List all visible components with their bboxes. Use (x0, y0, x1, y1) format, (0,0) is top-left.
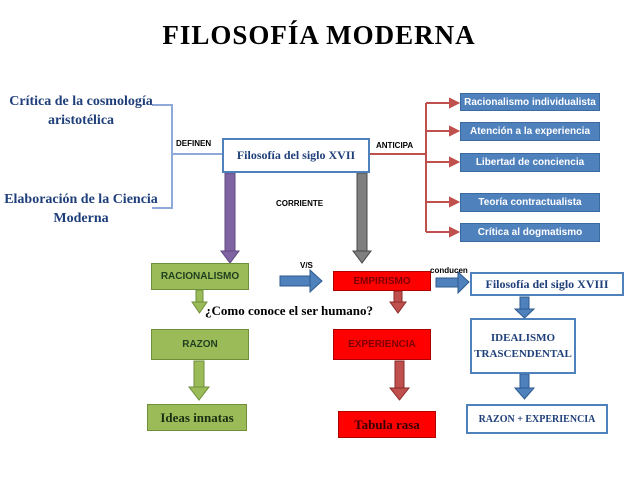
elaboracion-ciencia-text: Elaboración de la Ciencia Moderna (4, 192, 158, 226)
arrow-to-empirismo (352, 172, 372, 264)
tabula-rasa-box: Tabula rasa (338, 411, 436, 438)
anticipa-item-2: Atención a la experiencia (460, 122, 600, 141)
arrow-to-racionalismo (220, 172, 240, 264)
arrow-siglo18-idealismo (513, 296, 536, 319)
idealismo-trascendental-box: IDEALISMO TRASCENDENTAL (470, 318, 576, 374)
definen-label: DEFINEN (176, 139, 212, 148)
page-title: FILOSOFÍA MODERNA (162, 20, 476, 50)
conducen-label: conducen (430, 266, 468, 275)
anticipa-item-1: Racionalismo individualista (460, 93, 600, 111)
arrow-racionalismo-razon (191, 289, 208, 314)
filosofia-siglo-xvii-box: Filosofía del siglo XVII (222, 138, 370, 173)
experiencia-box: EXPERIENCIA (333, 329, 431, 360)
conducen-arrow (435, 270, 470, 295)
racionalismo-box: RACIONALISMO (151, 263, 249, 290)
arrow-idealismo-razonexp (513, 373, 536, 400)
critica-cosmologia-text: Crítica de la cosmología aristotélica (9, 94, 153, 128)
arrow-empirismo-experiencia (389, 290, 407, 314)
ideas-innatas-box: Ideas innatas (147, 404, 247, 431)
arrow-experiencia-tabula (388, 360, 411, 401)
anticipa-arrows (426, 97, 461, 238)
vs-arrow (279, 268, 323, 294)
empirismo-box: EMPIRISMO (333, 271, 431, 291)
razon-experiencia-box: RAZON + EXPERIENCIA (466, 404, 608, 434)
left-bracket (152, 104, 173, 209)
arrow-razon-ideas (187, 360, 211, 401)
razon-box: RAZON (151, 329, 249, 360)
vs-label: V/S (300, 261, 313, 270)
anticipa-label: ANTICIPA (376, 141, 414, 150)
anticipa-item-3: Libertad de conciencia (460, 153, 600, 172)
anticipa-item-4: Teoría contractualista (460, 193, 600, 212)
filosofia-siglo-xviii-box: Filosofía del siglo XVIII (470, 272, 624, 296)
pregunta-text: ¿Como conoce el ser humano? (205, 303, 374, 318)
anticipa-item-5: Crítica al dogmatismo (460, 223, 600, 242)
corriente-label: CORRIENTE (276, 199, 324, 208)
